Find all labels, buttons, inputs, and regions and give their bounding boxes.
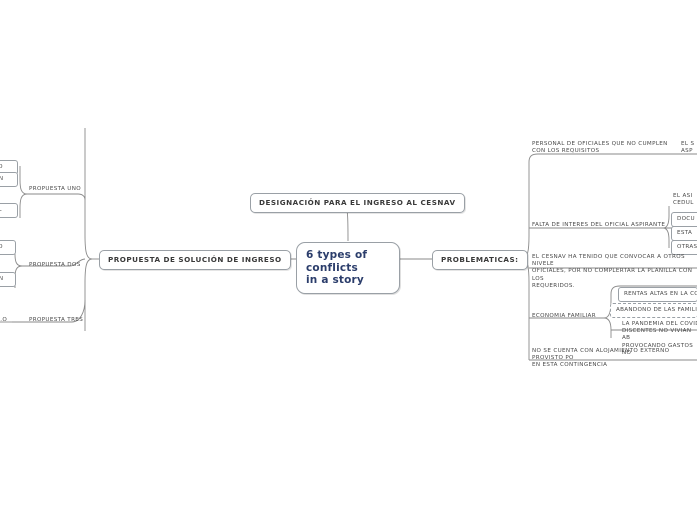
- topic-cesnav-line1: EL CESNAV HA TENIDO QUE CONVOCAR A OTROS…: [532, 254, 685, 268]
- subtopic-el-asi-line1: EL ASI: [673, 193, 693, 199]
- subtopic-pandemia-covid[interactable]: LA PANDEMIA DEL COVID DISCENTES NO VIVIA…: [622, 321, 697, 357]
- central-topic-line1: 6 types of conflicts: [306, 249, 368, 274]
- topic-problematicas[interactable]: PROBLEMATICAS:: [432, 250, 528, 270]
- topic-designacion-ingreso[interactable]: DESIGNACIÓN PARA EL INGRESO AL CESNAV: [250, 193, 465, 213]
- subtopic-el-asi-cedula[interactable]: EL ASI CEDUL: [673, 193, 697, 207]
- topic-alojamiento-line1: NO SE CUENTA CON ALOJAMIENTO EXTERNO PRO…: [532, 348, 670, 362]
- subtopic-el-asi-line2: CEDUL: [673, 200, 694, 207]
- subtopic-pandemia-line3: PROVOCANDO GASTOS NO: [622, 342, 694, 356]
- subtopic-propuesta-dos-1[interactable]: ...SO: [0, 240, 16, 255]
- subtopic-abandono-familias[interactable]: ABANDONO DE LAS FAMILI: [610, 303, 697, 318]
- subtopic-el-s-aspirante[interactable]: EL S ASP: [681, 141, 697, 155]
- subtopic-propuesta-uno-2[interactable]: ...ÓN: [0, 172, 18, 187]
- topic-propuesta-uno[interactable]: PROPUESTA UNO: [29, 186, 82, 192]
- topic-personal-line1: PERSONAL DE OFICIALES QUE NO CUMPLEN: [532, 141, 668, 147]
- subtopic-pandemia-line2: DISCENTES NO VIVIAN AB: [622, 328, 692, 342]
- central-topic-line2: in a story: [306, 274, 364, 286]
- subtopic-esta[interactable]: ESTA: [671, 226, 697, 241]
- subtopic-otras[interactable]: OTRAS: [671, 240, 697, 255]
- topic-falta-de-interes[interactable]: FALTA DE INTERES DEL OFICIAL ASPIRANTE: [532, 222, 666, 228]
- topic-cesnav-line2: OFICIALES, POR NO COMPLERTAR LA PLANILLA…: [532, 268, 693, 282]
- subtopic-propuesta-uno-3[interactable]: ...AL: [0, 203, 18, 218]
- subtopic-documentacion[interactable]: DOCU: [671, 212, 697, 227]
- topic-propuesta-tres[interactable]: PROPUESTA TRES: [29, 317, 84, 323]
- topic-alojamiento-line2: EN ESTA CONTINGENCIA: [532, 362, 608, 369]
- subtopic-el-s-line2: ASP: [681, 148, 693, 155]
- subtopic-propuesta-dos-2[interactable]: ...ÓN: [0, 272, 16, 287]
- subtopic-el-s-line1: EL S: [681, 141, 695, 147]
- topic-propuesta-dos[interactable]: PROPUESTA DOS: [29, 262, 81, 268]
- subtopic-pandemia-line1: LA PANDEMIA DEL COVID: [622, 321, 697, 327]
- topic-cesnav-convocar[interactable]: EL CESNAV HA TENIDO QUE CONVOCAR A OTROS…: [532, 254, 697, 290]
- subtopic-rentas-altas[interactable]: RENTAS ALTAS EN LA COMU: [618, 287, 697, 302]
- topic-personal-line2: CON LOS REQUISITOS: [532, 148, 600, 155]
- subtopic-propuesta-tres-1[interactable]: ...O: [0, 317, 8, 323]
- topic-economia-familiar[interactable]: ECONOMIA FAMILIAR: [532, 313, 596, 319]
- topic-propuesta-de-solucion-de-ingreso[interactable]: PROPUESTA DE SOLUCIÓN DE INGRESO: [99, 250, 291, 270]
- topic-cesnav-line3: REQUERIDOS.: [532, 282, 575, 289]
- central-topic[interactable]: 6 types of conflicts in a story: [296, 242, 400, 294]
- topic-no-alojamiento-externo[interactable]: NO SE CUENTA CON ALOJAMIENTO EXTERNO PRO…: [532, 348, 697, 370]
- topic-personal-oficiales-no-cumplen[interactable]: PERSONAL DE OFICIALES QUE NO CUMPLEN CON…: [532, 141, 692, 155]
